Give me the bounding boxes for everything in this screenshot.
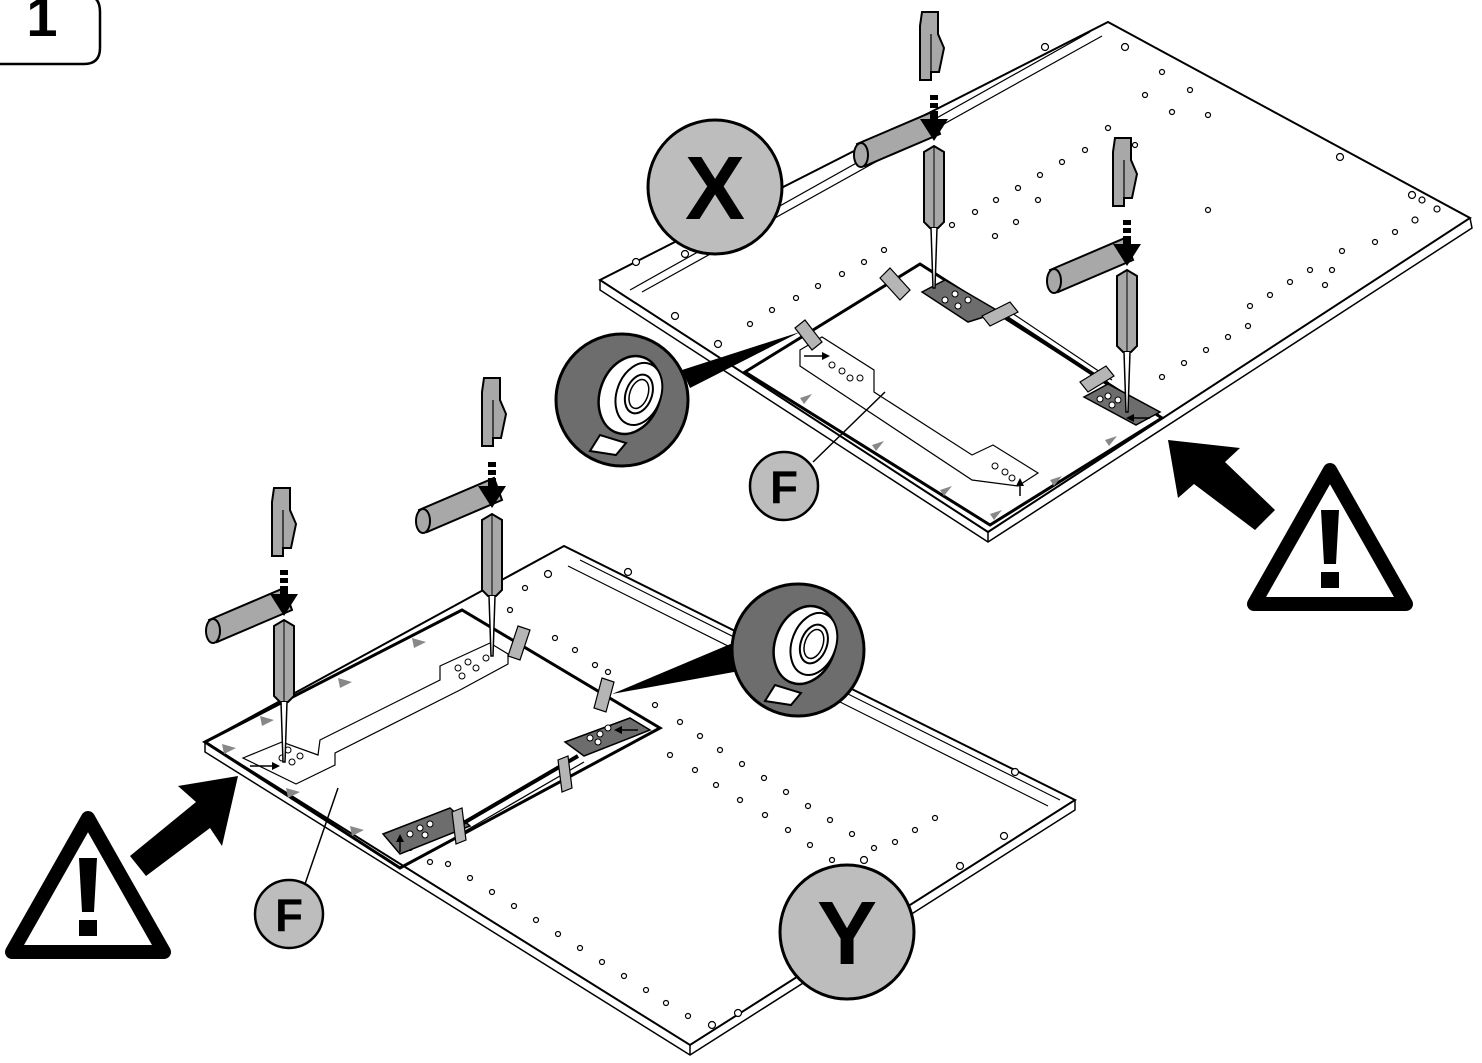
panel-x	[598, 20, 1473, 543]
warning-triangle-icon	[1254, 470, 1406, 604]
template-label-f: F	[253, 787, 339, 950]
svg-text:X: X	[685, 139, 745, 239]
thick-arrow-icon	[1168, 440, 1275, 530]
template-label-f: F	[748, 391, 886, 522]
alignment-markers	[222, 638, 426, 836]
hole-grid	[631, 42, 1441, 381]
svg-text:F: F	[275, 889, 303, 941]
thick-arrow-icon	[130, 776, 238, 876]
svg-text:Y: Y	[817, 884, 877, 984]
step-number: 1	[26, 0, 57, 48]
svg-text:F: F	[770, 461, 798, 513]
warning-triangle-icon	[12, 818, 164, 952]
hole-grid	[406, 567, 1020, 1030]
panel-label-x: X	[646, 118, 784, 256]
step-badge: 1	[0, 0, 102, 66]
tape-callout	[612, 582, 866, 718]
panel-label-y: Y	[778, 863, 916, 1001]
panel-y	[202, 544, 1078, 1056]
hammer-icon	[415, 377, 507, 534]
alignment-markers	[800, 394, 1117, 520]
tape-callout	[554, 332, 800, 468]
